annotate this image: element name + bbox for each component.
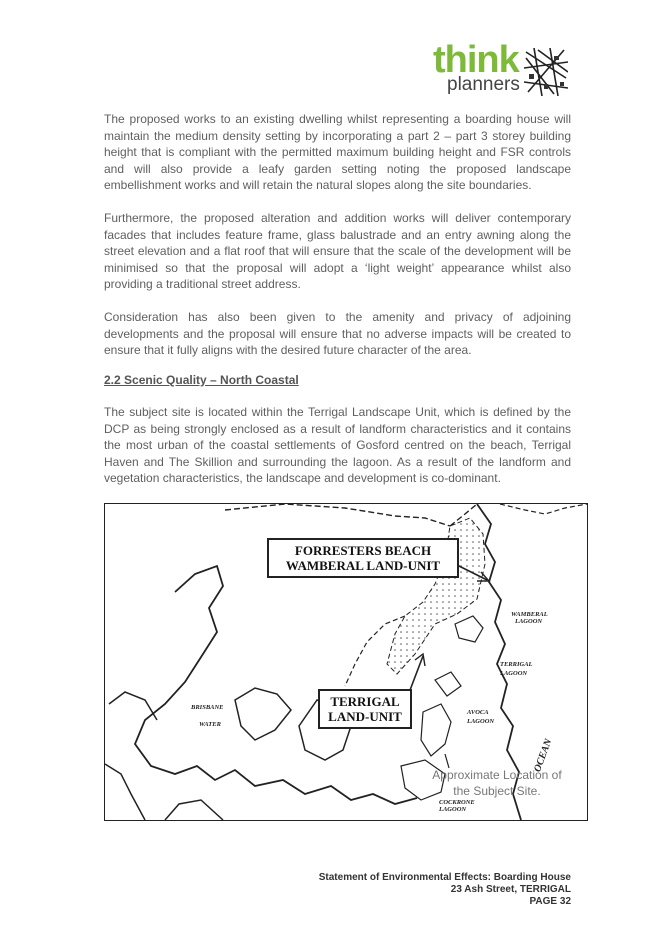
land-unit-label-line: TERRIGAL — [330, 694, 400, 709]
land-unit-label-line: FORRESTERS BEACH — [294, 543, 432, 558]
logo-think-text: think — [433, 39, 520, 81]
body-paragraph: Furthermore, the proposed alteration and… — [104, 211, 571, 292]
map-label-line: LAGOON — [515, 618, 543, 625]
cockrone-lagoon-label: COCKRONE LAGOON — [439, 799, 475, 813]
section-heading: 2.2 Scenic Quality – North Coastal — [104, 373, 299, 387]
map-label-line: LAGOON — [439, 806, 467, 813]
logo-planners-text: planners — [447, 74, 520, 95]
map-label-line: BRISBANE — [191, 704, 224, 711]
footer-page-number: PAGE 32 — [529, 896, 572, 907]
forresters-beach-land-unit-label: FORRESTERS BEACH WAMBERAL LAND-UNIT — [267, 538, 459, 578]
wamberal-lagoon-label: WAMBERAL LAGOON — [511, 611, 548, 625]
logo-map-mark-icon — [524, 48, 568, 96]
body-paragraph: The subject site is located within the T… — [104, 405, 571, 486]
brisbane-water-label: BRISBANE WATER — [191, 704, 224, 728]
body-paragraph: Consideration has also been given to the… — [104, 310, 571, 358]
caption-line: the Subject Site. — [453, 784, 541, 798]
land-unit-label-line: WAMBERAL LAND-UNIT — [285, 558, 441, 573]
map-label-line: WAMBERAL — [511, 611, 548, 618]
avoca-lagoon-label: AVOCA LAGOON — [467, 709, 494, 725]
terrigal-land-unit-label: TERRIGAL LAND-UNIT — [318, 689, 412, 729]
map-label-line: LAGOON — [500, 670, 528, 677]
map-label-line: TERRIGAL — [500, 661, 533, 668]
map-label-line: COCKRONE — [439, 799, 475, 806]
subject-site-caption: Approximate Location of the Subject Site… — [427, 767, 567, 799]
map-label-line: LAGOON — [467, 718, 495, 725]
footer-document-title: Statement of Environmental Effects: Boar… — [318, 872, 571, 883]
map-label-line: AVOCA — [467, 709, 489, 716]
body-paragraph: The proposed works to an existing dwelli… — [104, 112, 571, 193]
caption-line: Approximate Location of — [432, 768, 562, 782]
footer-address: 23 Ash Street, TERRIGAL — [450, 884, 571, 895]
think-planners-logo: think planners — [433, 39, 573, 98]
map-label-line: WATER — [199, 721, 221, 728]
terrigal-lagoon-label: TERRIGAL LAGOON — [500, 661, 533, 677]
landscape-unit-map: FORRESTERS BEACH WAMBERAL LAND-UNIT TERR… — [104, 503, 588, 821]
land-unit-label-line: LAND-UNIT — [328, 709, 402, 724]
